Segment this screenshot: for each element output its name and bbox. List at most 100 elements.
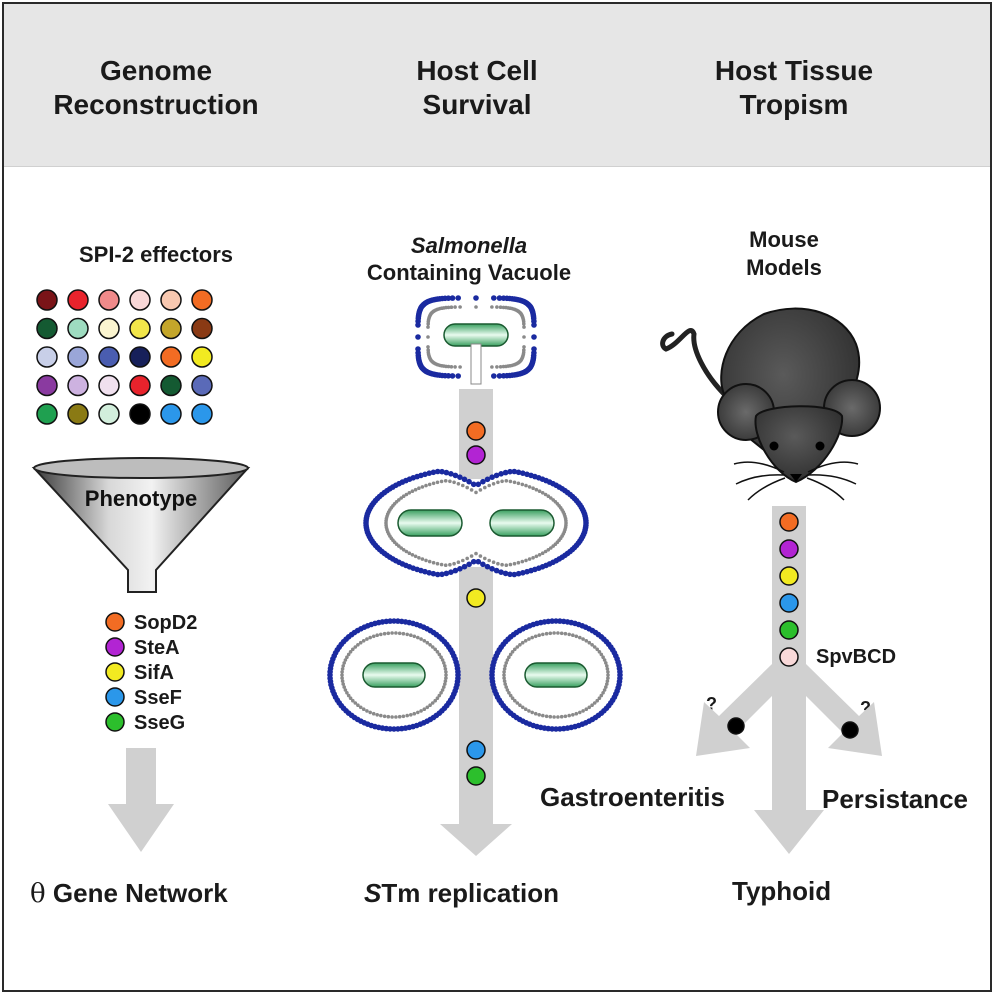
effector-dot (36, 346, 58, 368)
membrane-bilayer (489, 618, 623, 732)
effector-dot (98, 317, 120, 340)
header-line: Genome (99, 55, 213, 86)
membrane-stalk (470, 343, 482, 385)
col3-effector-dot (779, 539, 799, 559)
header-host-tissue-tropism: Host Tissue Tropism (694, 54, 894, 122)
vacuole-bottom (327, 618, 461, 732)
vacuole-top (415, 295, 537, 385)
persistance-label: Persistance (822, 784, 968, 814)
scv-title-italic: Salmonella (410, 233, 528, 258)
effector-dot (36, 317, 58, 340)
effector-dot (98, 374, 120, 397)
effector-dot (129, 289, 151, 311)
effector-dot (36, 403, 58, 425)
effector-dot (98, 289, 120, 311)
effector-dot (36, 374, 58, 397)
effector-dot (67, 317, 89, 340)
bacterium (524, 662, 588, 688)
effector-dot (129, 346, 151, 368)
membrane-bilayer (327, 618, 461, 732)
col2-effector-dot (466, 766, 486, 786)
legend-label-sseg: SseG (134, 712, 186, 734)
effector-dot (98, 403, 120, 425)
stm-italic: S (364, 878, 382, 908)
header-genome-reconstruction: Genome Reconstruction (46, 54, 266, 122)
bacterium (443, 323, 509, 347)
unknown-factor-dot-right (841, 721, 859, 739)
spvbcd-label: SpvBCD (816, 646, 897, 668)
header-line: Tropism (739, 89, 849, 120)
effector-dot (160, 403, 182, 425)
unknown-factor-dot-left (727, 717, 745, 735)
mouse-models-line: Mouse (749, 227, 819, 252)
mouse-models-title: Mouse Models (709, 226, 859, 282)
header-line: Reconstruction (53, 89, 259, 120)
vacuoles (327, 295, 623, 732)
legend-label-sifa: SifA (134, 662, 174, 684)
question-mark-right: ? (860, 698, 871, 718)
header-line: Host Cell (416, 55, 538, 86)
question-mark-left: ? (706, 694, 717, 714)
legend-label-ssef: SseF (134, 687, 182, 709)
membrane-bilayer (415, 295, 537, 379)
gastroenteritis-label: Gastroenteritis (540, 782, 725, 812)
col3-effector-dot (779, 512, 799, 532)
effector-dot (67, 289, 89, 311)
col3-effector-dot (779, 566, 799, 586)
scv-title-rest: Containing Vacuole (366, 260, 572, 285)
col3-effector-dot (779, 620, 799, 640)
legend-dot (105, 637, 125, 657)
vacuole-dividing (363, 468, 589, 578)
gene-network-text: Gene Network (52, 878, 228, 908)
spi2-effectors-title: SPI-2 effectors (78, 242, 234, 267)
header-band (4, 4, 990, 167)
vacuole-bottom (489, 618, 623, 732)
effector-dot (191, 289, 213, 311)
col2-effector-dot (466, 740, 486, 760)
effector-dot (129, 374, 151, 397)
effector-dot (67, 346, 89, 368)
mouse-models-line: Models (746, 255, 822, 280)
gene-network-label: θ Gene Network (30, 878, 228, 909)
effector-dot (98, 346, 120, 368)
effector-dot (160, 374, 182, 397)
header-host-cell-survival: Host Cell Survival (382, 54, 572, 122)
typhoid-label: Typhoid (732, 876, 832, 906)
col2-effector-dot (466, 421, 486, 441)
phenotype-funnel (31, 457, 251, 593)
legend-dot (105, 612, 125, 632)
effector-dot (129, 403, 151, 425)
col3-effector-dots (779, 512, 799, 667)
effector-dot (67, 374, 89, 397)
legend-dot (105, 712, 125, 732)
col2-effector-dot (466, 588, 486, 608)
effector-dot (191, 317, 213, 340)
legend-dot (105, 662, 125, 682)
effector-dot (129, 317, 151, 340)
effector-dot (160, 346, 182, 368)
col2-effector-dots (466, 421, 486, 786)
diagram-canvas: Phenotype (31, 289, 882, 856)
theta-symbol: θ (30, 879, 46, 909)
col3-effector-dot (779, 593, 799, 613)
mouse-icon (660, 307, 881, 501)
effector-dot (160, 317, 182, 340)
header-line: Host Tissue (714, 55, 874, 86)
legend-dots (105, 612, 125, 732)
stm-replication-label: STm replication (364, 878, 559, 909)
membrane-bilayer (363, 468, 589, 578)
effector-dot (191, 346, 213, 368)
bacterium (489, 509, 555, 537)
effector-dot-grid (36, 289, 213, 425)
header-line: Survival (422, 89, 532, 120)
bacterium (397, 509, 463, 537)
col3-split-arrow (696, 506, 882, 854)
effector-dot (36, 289, 58, 311)
scv-title: Salmonella Containing Vacuole (344, 232, 594, 286)
legend-dot (105, 687, 125, 707)
col2-down-arrow (440, 389, 512, 856)
effector-dot (160, 289, 182, 311)
funnel-label: Phenotype (85, 486, 197, 511)
col1-down-arrow (108, 748, 174, 852)
